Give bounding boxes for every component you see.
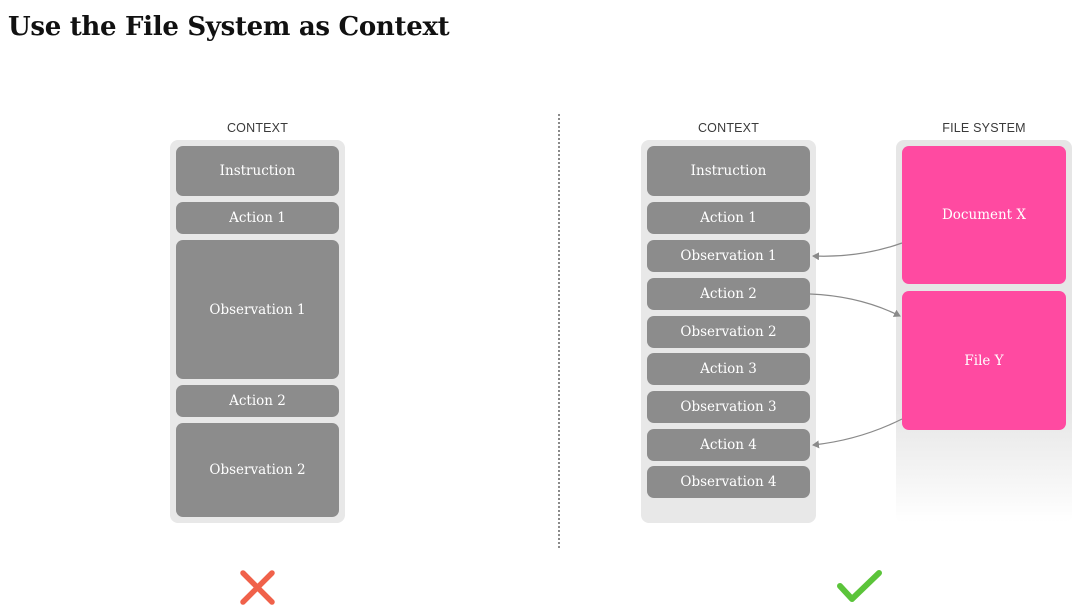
dotted-divider <box>558 114 560 548</box>
arrow-action-2-to-file-y <box>809 293 901 317</box>
arrow-file-y-to-action-4 <box>812 418 903 449</box>
right-block-action-2: Action 2 <box>647 278 810 310</box>
cross-icon <box>240 570 275 605</box>
file-system-label: FILE SYSTEM <box>942 121 1026 135</box>
page-title: Use the File System as Context <box>8 12 450 42</box>
right-block-observation-2: Observation 2 <box>647 316 810 348</box>
left-block-action-1: Action 1 <box>176 202 339 234</box>
left-context-label: CONTEXT <box>226 121 289 135</box>
right-block-instruction: Instruction <box>647 146 810 196</box>
arrow-document-x-to-observation-1 <box>812 242 903 261</box>
right-block-action-4: Action 4 <box>647 429 810 461</box>
left-block-observation-1: Observation 1 <box>176 240 339 379</box>
file-file-y: File Y <box>902 291 1066 430</box>
right-block-action-3: Action 3 <box>647 353 810 385</box>
left-block-action-2: Action 2 <box>176 385 339 417</box>
left-block-observation-2: Observation 2 <box>176 423 339 517</box>
check-icon <box>837 570 882 602</box>
file-document-x: Document X <box>902 146 1066 284</box>
right-block-action-1: Action 1 <box>647 202 810 234</box>
right-block-observation-1: Observation 1 <box>647 240 810 272</box>
right-context-label: CONTEXT <box>697 121 760 135</box>
left-block-instruction: Instruction <box>176 146 339 196</box>
right-block-observation-4: Observation 4 <box>647 466 810 498</box>
right-block-observation-3: Observation 3 <box>647 391 810 423</box>
